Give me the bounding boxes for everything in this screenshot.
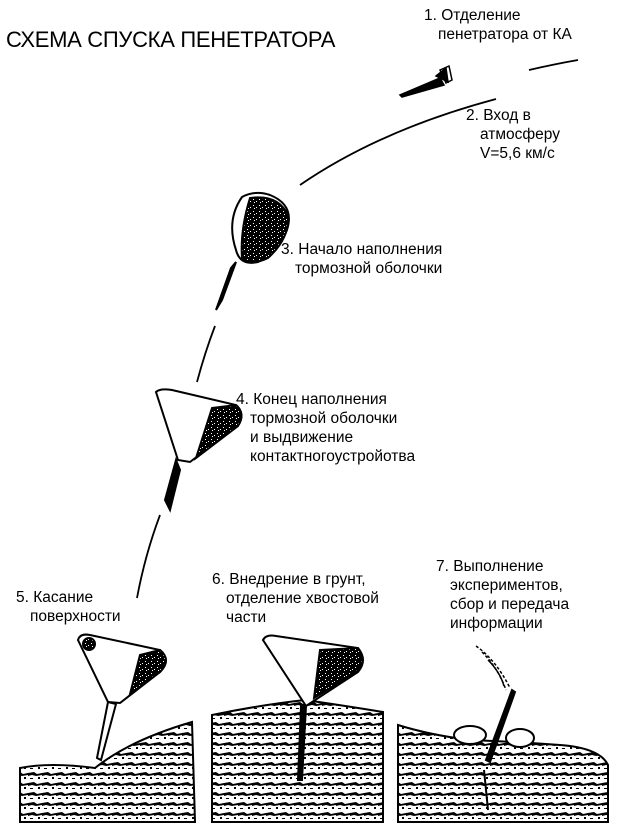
signal-waves-icon [475, 645, 511, 691]
step-7-label: 7. Выполнение экспериментов, сбор и пере… [436, 558, 570, 632]
step-1-label: 1. Отделение пенетратора от КА [424, 7, 572, 43]
brake-shell-filling [215, 191, 290, 311]
step-2-label: 2. Вход в атмосферу V=5,6 км/с [466, 107, 560, 162]
penetrator-craft [398, 64, 453, 98]
step-3-label: 3. Начало наполнения тормозной оболочки [281, 241, 443, 277]
step5-touchdown-scene [19, 633, 197, 823]
diagram-title: СХЕМА СПУСКА ПЕНЕТРАТОРА [6, 27, 336, 52]
step6-penetration-scene [211, 634, 384, 823]
step7-operation-scene [397, 645, 609, 823]
step-6-label: 6. Внедрение в грунт, отделение хвостово… [212, 571, 379, 626]
step-5-label: 5. Касание поверхности [16, 589, 121, 625]
brake-shell-filled [154, 388, 243, 513]
trajectory-path [136, 59, 579, 599]
step-4-label: 4. Конец наполнения тормозной оболочки и… [236, 391, 416, 465]
